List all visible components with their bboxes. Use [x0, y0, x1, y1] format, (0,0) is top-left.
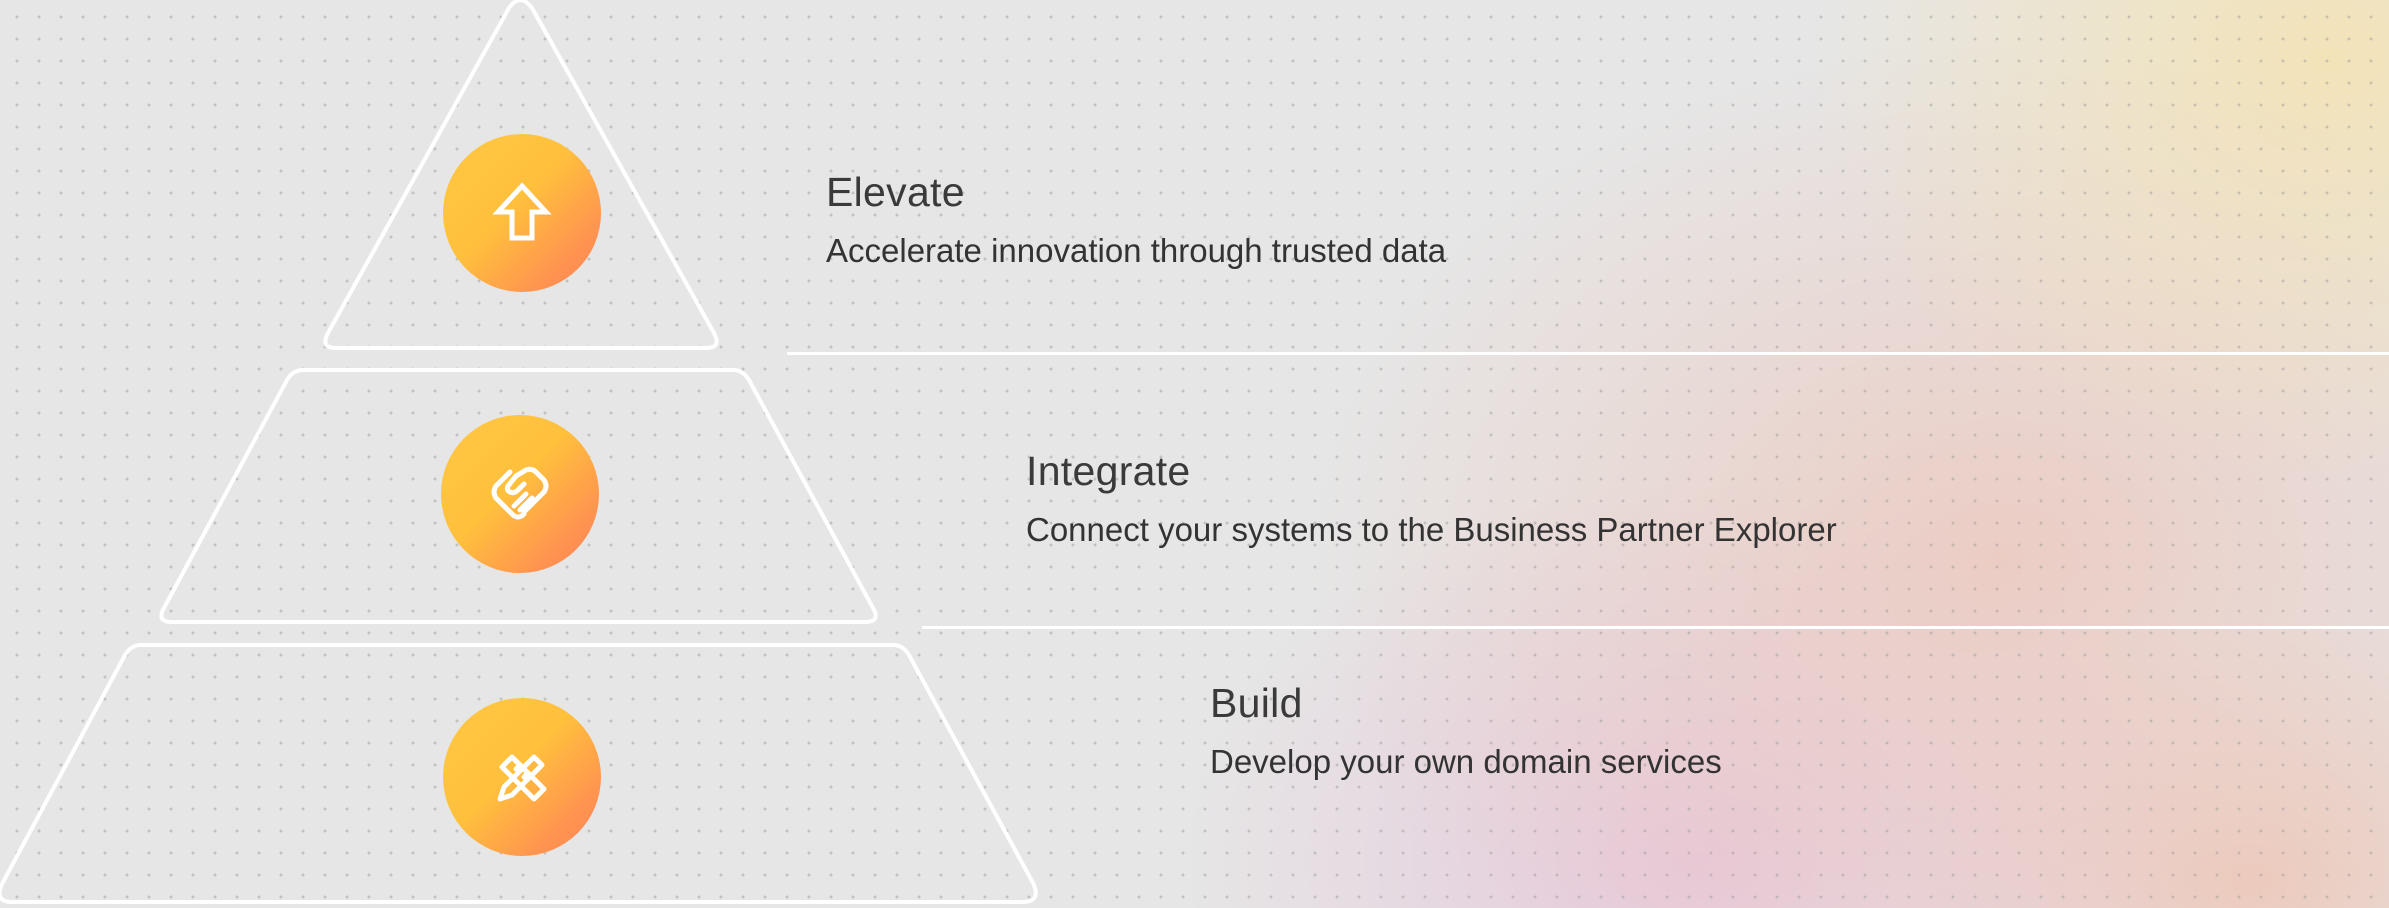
tier-build-title: Build — [1210, 680, 1303, 726]
tier-elevate-text: Elevate Accelerate innovation through tr… — [826, 169, 1447, 269]
handshake-icon — [491, 466, 549, 520]
pyramid-tier-middle-shape — [159, 368, 878, 624]
pyramid-diagram — [0, 0, 1038, 904]
build-badge — [443, 698, 601, 856]
tier-integrate-title: Integrate — [1026, 448, 1191, 494]
tier-elevate-title: Elevate — [826, 169, 965, 215]
tier-build-text: Build Develop your own domain services — [1210, 680, 1722, 780]
elevate-badge — [443, 134, 601, 292]
arrow-up-icon — [492, 182, 552, 241]
pyramid-tier-bottom-shape — [0, 643, 1038, 904]
pyramid-tier-top-shape — [323, 0, 719, 350]
pencil-ruler-icon — [497, 754, 547, 802]
tier-elevate-description: Accelerate innovation through trusted da… — [826, 232, 1447, 269]
integrate-badge — [441, 415, 599, 573]
tier-integrate-description: Connect your systems to the Business Par… — [1026, 511, 1837, 548]
tier-build-description: Develop your own domain services — [1210, 743, 1722, 780]
tier-divider-integrate — [922, 626, 2389, 629]
tier-divider-elevate — [787, 352, 2389, 355]
tier-integrate-text: Integrate Connect your systems to the Bu… — [1026, 448, 1837, 548]
